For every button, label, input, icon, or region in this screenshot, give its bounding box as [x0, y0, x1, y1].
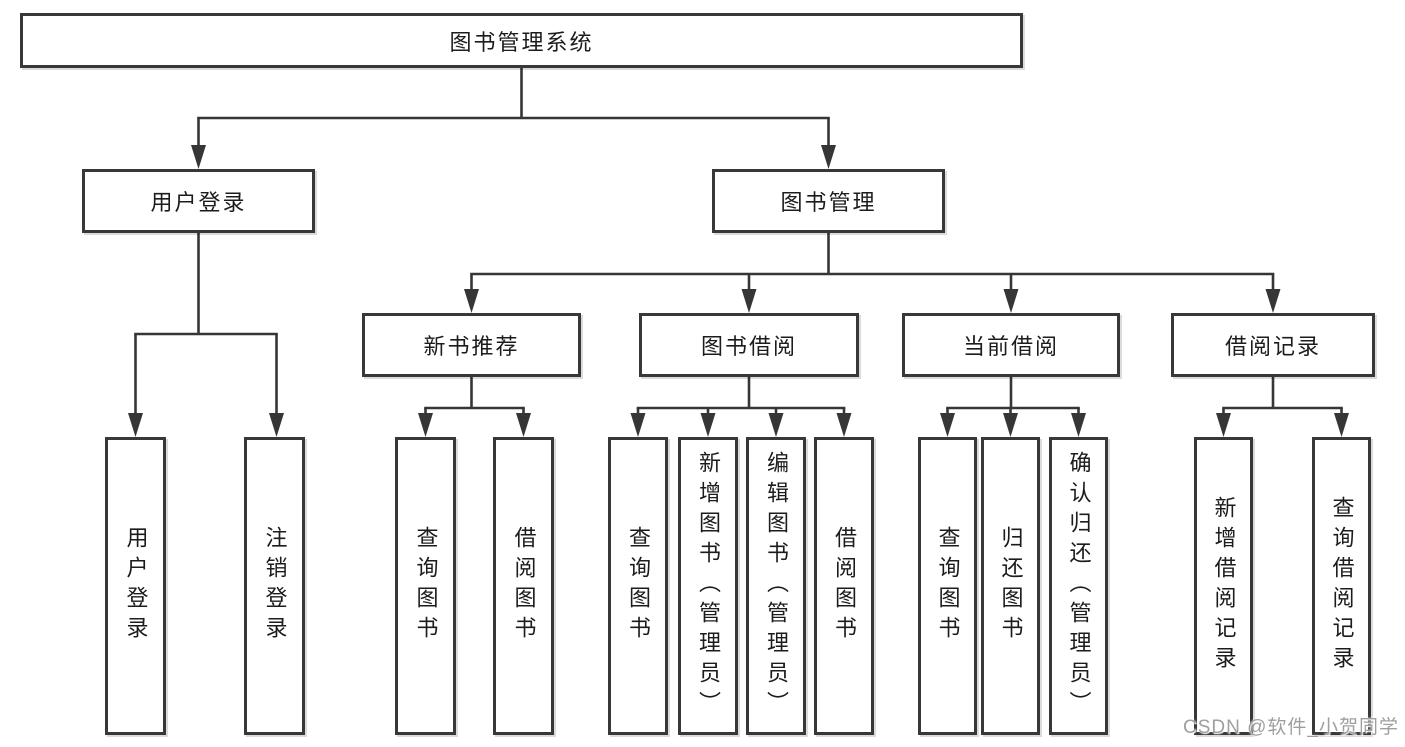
leaf-borrow-add-books-admin: 新增图书（管理员） — [678, 437, 738, 735]
node-root-system: 图书管理系统 — [20, 13, 1023, 68]
leaf-current-query-books: 查询图书 — [918, 437, 977, 735]
leaf-user-login: 用户登录 — [105, 437, 166, 735]
leaf-record-add: 新增借阅记录 — [1194, 437, 1253, 735]
leaf-record-query: 查询借阅记录 — [1312, 437, 1371, 735]
leaf-current-return-books: 归还图书 — [981, 437, 1040, 735]
leaf-borrow-query-books: 查询图书 — [608, 437, 668, 735]
node-current-borrow: 当前借阅 — [902, 313, 1120, 377]
leaf-newbook-borrow-books: 借阅图书 — [493, 437, 554, 735]
node-book-borrow: 图书借阅 — [639, 313, 859, 377]
node-user-login: 用户登录 — [82, 169, 315, 233]
leaf-current-confirm-return-admin: 确认归还（管理员） — [1049, 437, 1108, 735]
node-new-book-recommend: 新书推荐 — [362, 313, 581, 377]
leaf-newbook-query-books: 查询图书 — [395, 437, 456, 735]
watermark: CSDN @软件_小贺同学 — [1183, 717, 1399, 738]
leaf-logout: 注销登录 — [244, 437, 305, 735]
leaf-borrow-edit-books-admin: 编辑图书（管理员） — [746, 437, 806, 735]
node-borrow-record: 借阅记录 — [1171, 313, 1375, 377]
leaf-borrow-borrow-books: 借阅图书 — [814, 437, 874, 735]
node-book-management: 图书管理 — [712, 169, 945, 233]
